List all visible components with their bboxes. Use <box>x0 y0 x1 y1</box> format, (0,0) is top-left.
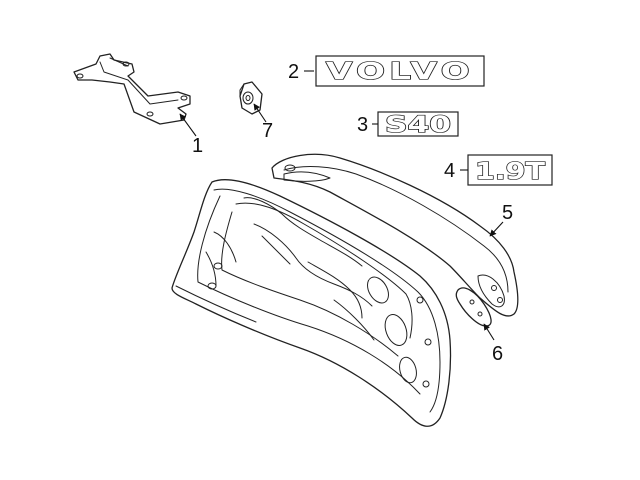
callout-4: 4 <box>444 160 468 182</box>
callout-1: 1 <box>179 113 203 157</box>
volvo-badge-part: VOLVO <box>315 55 485 87</box>
callout-6: 6 <box>483 323 503 365</box>
bracket-part <box>73 53 191 125</box>
callout-2-label: 2 <box>288 61 299 83</box>
callout-4-label: 4 <box>444 160 455 182</box>
engine-badge-part: 1.9T <box>467 154 553 186</box>
model-badge-part: S40 <box>377 111 459 139</box>
callout-1-label: 1 <box>192 135 203 157</box>
callout-3-label: 3 <box>357 114 368 136</box>
clip-part <box>239 81 263 115</box>
callout-3: 3 <box>357 114 378 136</box>
callout-5-label: 5 <box>502 202 513 224</box>
engine-badge-text: 1.9T <box>475 159 545 185</box>
model-badge-text: S40 <box>385 113 451 138</box>
callout-6-label: 6 <box>492 343 503 365</box>
callout-5: 5 <box>489 202 513 237</box>
spoiler-part <box>271 153 519 317</box>
trunk-lid-part <box>171 179 452 427</box>
callout-7-label: 7 <box>262 120 273 142</box>
callout-2: 2 <box>288 61 314 83</box>
volvo-badge-text: VOLVO <box>326 59 474 85</box>
callout-7: 7 <box>253 103 273 142</box>
